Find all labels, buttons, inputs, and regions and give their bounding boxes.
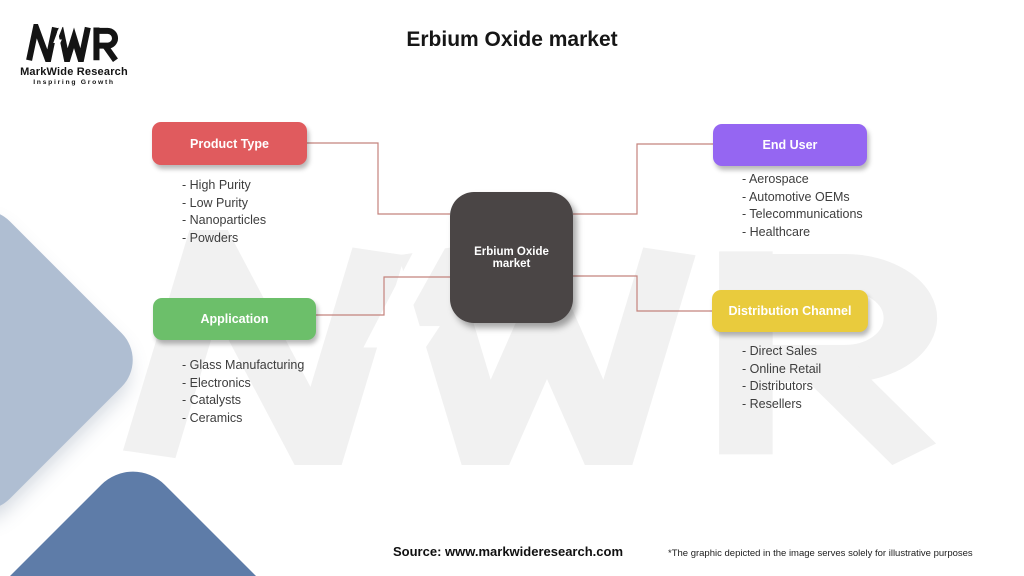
category-box-end-user: End User bbox=[713, 124, 867, 166]
list-item: - Automotive OEMs bbox=[742, 189, 850, 204]
list-item: - Healthcare bbox=[742, 224, 811, 239]
list-item: - Resellers bbox=[742, 396, 802, 411]
category-label-application: Application bbox=[200, 312, 269, 326]
category-label-distribution-channel: Distribution Channel bbox=[728, 304, 852, 318]
item-list-product-type: - High Purity - Low Purity - Nanoparticl… bbox=[182, 177, 266, 247]
list-item: - Glass Manufacturing bbox=[182, 358, 305, 372]
list-item: - Powders bbox=[182, 230, 239, 245]
list-item: - Catalysts bbox=[182, 393, 242, 407]
category-box-product-type: Product Type bbox=[152, 122, 307, 165]
page-title: Erbium Oxide market bbox=[406, 28, 618, 51]
source-text: Source: www.markwideresearch.com bbox=[393, 544, 624, 559]
connector-distribution-channel bbox=[573, 275, 712, 312]
disclaimer-text: *The graphic depicted in the image serve… bbox=[668, 548, 973, 559]
item-list-end-user: - Aerospace - Automotive OEMs - Telecomm… bbox=[742, 171, 863, 241]
list-item: - Online Retail bbox=[742, 361, 822, 376]
list-item: - Telecommunications bbox=[742, 207, 863, 221]
list-item: - Nanoparticles bbox=[182, 213, 267, 227]
list-item: - Low Purity bbox=[182, 195, 248, 210]
list-item: - Ceramics bbox=[182, 410, 243, 425]
category-label-product-type: Product Type bbox=[190, 136, 269, 151]
markwide-logo: MarkWide Research Inspiring Growth bbox=[20, 16, 128, 86]
item-list-application: - Glass Manufacturing - Electronics - Ca… bbox=[182, 357, 304, 427]
mwr-logo-icon bbox=[26, 16, 118, 73]
connector-application bbox=[316, 276, 450, 316]
logo-name: MarkWide Research bbox=[20, 66, 128, 78]
center-node-label: Erbium Oxide market bbox=[474, 245, 549, 270]
category-box-application: Application bbox=[153, 298, 316, 340]
list-item: - Direct Sales bbox=[742, 344, 818, 358]
category-label-end-user: End User bbox=[762, 138, 818, 152]
logo-tagline: Inspiring Growth bbox=[33, 79, 115, 86]
list-item: - High Purity bbox=[182, 178, 251, 192]
category-box-distribution-channel: Distribution Channel bbox=[712, 290, 868, 332]
connector-end-user bbox=[573, 143, 713, 215]
connector-product-type bbox=[307, 142, 450, 215]
list-item: - Distributors bbox=[742, 379, 813, 393]
item-list-distribution-channel: - Direct Sales - Online Retail - Distrib… bbox=[742, 343, 821, 413]
list-item: - Aerospace bbox=[742, 172, 809, 186]
list-item: - Electronics bbox=[182, 375, 251, 390]
center-node-erbium-oxide-market: Erbium Oxide market bbox=[450, 192, 573, 323]
